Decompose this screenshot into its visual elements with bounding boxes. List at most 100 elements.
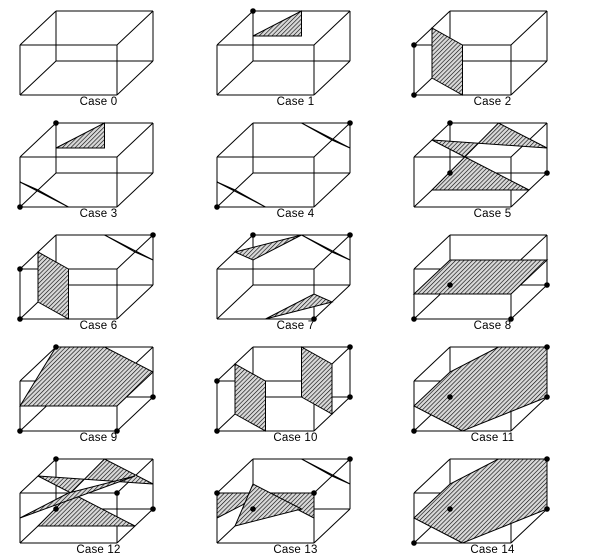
cube-drawing (17, 120, 154, 210)
cube-edge (313, 10, 351, 46)
isosurface-patch (301, 234, 351, 261)
marked-vertex (544, 282, 550, 288)
isosurface-patch (431, 27, 463, 96)
case-panel: Case 8 (394, 224, 591, 336)
marked-vertex (544, 344, 550, 350)
cube-drawing (214, 344, 353, 434)
marked-vertex (544, 506, 550, 512)
marked-vertex (214, 204, 220, 210)
cube-edge (116, 172, 154, 208)
isosurface-patch (216, 181, 266, 208)
isosurface-patch (55, 122, 105, 149)
case-label: Case 3 (79, 208, 118, 220)
cube-edge (216, 122, 254, 158)
marked-vertex (214, 378, 220, 384)
cube-drawing (19, 456, 156, 544)
marked-vertex (544, 170, 550, 176)
cube-edge (313, 172, 351, 208)
cube-edge (19, 346, 57, 382)
isosurface-patch (301, 346, 333, 415)
case-panel: Case 6 (0, 224, 197, 336)
cube-edge (413, 458, 451, 494)
marked-vertex (447, 282, 453, 288)
cube-drawing (411, 344, 550, 434)
cube-edge (510, 396, 548, 432)
case-panel: Case 4 (197, 112, 394, 224)
cube-edge (510, 60, 548, 96)
marked-vertex (447, 394, 453, 400)
case-panel: Case 7 (197, 224, 394, 336)
marked-vertex (150, 394, 156, 400)
marked-vertex (150, 232, 156, 238)
cube-edge (216, 60, 254, 96)
marked-vertex (17, 204, 23, 210)
case-label: Case 7 (276, 320, 315, 332)
marked-vertex (347, 344, 353, 350)
marked-vertex (411, 540, 417, 546)
case-label: Case 6 (79, 320, 118, 332)
isosurface-patch (19, 346, 154, 407)
case-panel: Case 0 (0, 0, 197, 112)
marked-vertex (347, 232, 353, 238)
isosurface-patch (233, 234, 302, 261)
cube-edge (413, 234, 451, 270)
cube-edge (19, 60, 57, 96)
marked-vertex (53, 120, 59, 126)
isosurface-patch (234, 363, 266, 432)
cube-edge (19, 122, 57, 158)
marked-vertex (250, 506, 256, 512)
isosurface-patch (430, 122, 548, 191)
cube-edge (313, 508, 351, 544)
marked-vertex (250, 232, 256, 238)
marked-vertex (214, 490, 220, 496)
isosurface-patch (104, 234, 154, 261)
isosurface-patch (37, 251, 69, 320)
marked-vertex (311, 316, 317, 322)
case-label: Case 11 (470, 432, 515, 444)
marked-vertex (53, 456, 59, 462)
cube-drawing (411, 234, 550, 322)
isosurface-patch (412, 259, 549, 295)
cube-edge (116, 284, 154, 320)
marked-vertex (114, 490, 120, 496)
case-panel: Case 3 (0, 112, 197, 224)
marked-vertex (347, 120, 353, 126)
marked-vertex (214, 428, 220, 434)
cube-edge (413, 346, 451, 382)
marked-vertex (250, 8, 256, 14)
case-panel: Case 10 (197, 336, 394, 448)
cube-edge (116, 396, 154, 432)
cube-drawing (17, 232, 156, 322)
isosurface-patch (301, 122, 351, 149)
marked-vertex (17, 428, 23, 434)
cube-edge (19, 10, 57, 46)
marked-vertex (411, 316, 417, 322)
case-label: Case 0 (79, 96, 118, 108)
case-label: Case 13 (273, 544, 318, 556)
case-label: Case 8 (473, 320, 512, 332)
isosurface-patch (265, 293, 334, 320)
cube-edge (216, 10, 254, 46)
cube-drawing (214, 120, 353, 210)
isosurface-patch (19, 475, 136, 519)
case-panel: Case 12 (0, 448, 197, 560)
case-label: Case 2 (473, 96, 512, 108)
isosurface-patch (252, 10, 302, 37)
case-label: Case 1 (276, 96, 315, 108)
marked-vertex (411, 92, 417, 98)
case-label: Case 14 (470, 544, 515, 556)
cube-edge (510, 508, 548, 544)
case-label: Case 12 (76, 544, 121, 556)
marked-vertex (447, 120, 453, 126)
cube-edge (313, 60, 351, 96)
marked-vertex (311, 490, 317, 496)
isosurface-patch (301, 458, 351, 485)
isosurface-patch (36, 458, 154, 527)
case-panel: Case 1 (197, 0, 394, 112)
case-label: Case 4 (276, 208, 315, 220)
isosurface-patch (234, 483, 303, 527)
marked-vertex (347, 394, 353, 400)
marked-vertex (411, 42, 417, 48)
marked-vertex (411, 428, 417, 434)
isosurface-patch (19, 181, 69, 208)
